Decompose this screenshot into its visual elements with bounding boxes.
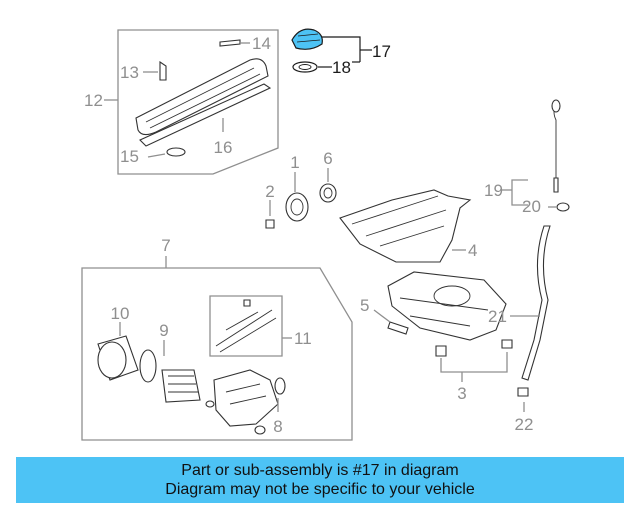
callout-3: 3: [457, 384, 466, 403]
banner-line-1: Part or sub-assembly is #17 in diagram: [181, 462, 459, 479]
pulley-assembly: [265, 168, 337, 229]
oil-pan: [387, 271, 513, 382]
oil-filter-group: [81, 256, 353, 441]
callout-19: 19: [484, 181, 503, 200]
oil-pump-pickup-tube: [373, 309, 409, 335]
callout-2: 2: [265, 182, 274, 201]
callout-4: 4: [468, 241, 477, 260]
callout-5: 5: [360, 296, 369, 315]
banner-line-2: Diagram may not be specific to your vehi…: [165, 481, 475, 498]
callout-9: 9: [159, 321, 168, 340]
callout-18: 18: [332, 58, 351, 77]
callout-13: 13: [120, 63, 139, 82]
callout-12: 12: [84, 91, 103, 110]
callout-8: 8: [273, 417, 282, 436]
callout-15: 15: [120, 147, 139, 166]
callout-22: 22: [515, 415, 534, 434]
callout-10: 10: [111, 304, 130, 323]
valve-cover-group: [104, 29, 279, 175]
seal-ring-18: [292, 61, 318, 73]
callout-16: 16: [214, 138, 233, 157]
callout-11: 11: [294, 329, 312, 348]
dipstick-assembly: [500, 99, 570, 412]
callout-1: 1: [290, 153, 299, 172]
callout-7: 7: [161, 236, 170, 255]
oil-filler-cap[interactable]: [291, 28, 323, 50]
parts-diagram: 1 2 3 4 5 6 7 8 9 10 11 12 13 14 15 16 1…: [81, 28, 570, 441]
callout-17[interactable]: 17: [372, 42, 391, 61]
windage-tray: [339, 189, 472, 263]
callout-6: 6: [323, 149, 332, 168]
callout-20: 20: [522, 197, 541, 216]
callout-21: 21: [488, 307, 507, 326]
info-banner: Part or sub-assembly is #17 in diagram D…: [16, 457, 624, 503]
callout-14: 14: [252, 34, 271, 53]
